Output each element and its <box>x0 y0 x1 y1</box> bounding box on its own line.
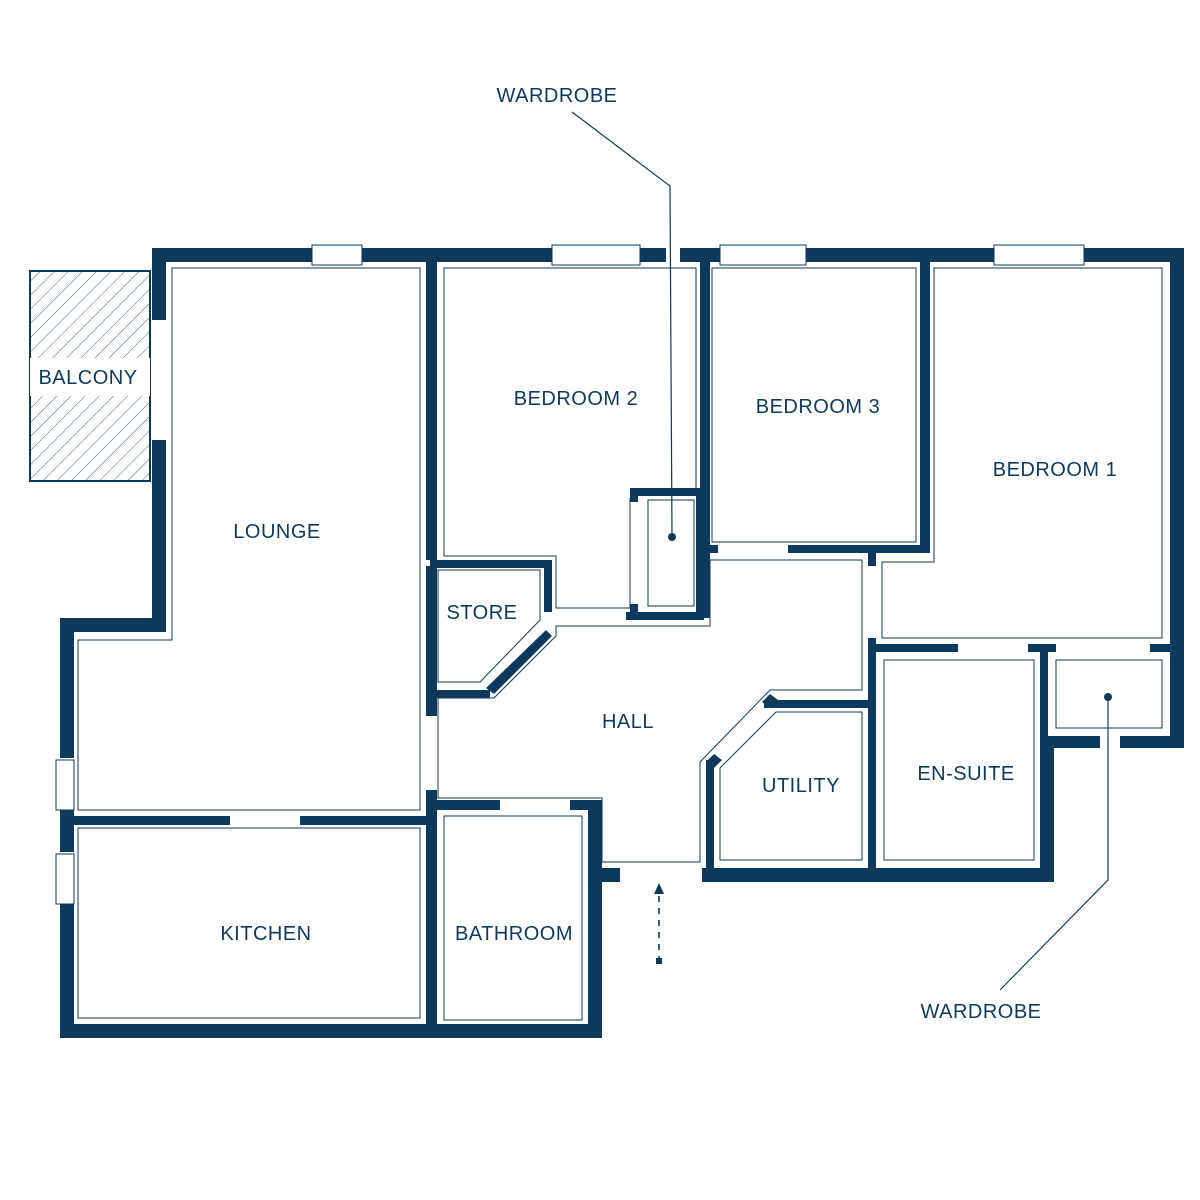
label-bathroom: BATHROOM <box>455 923 573 945</box>
label-bedroom-3: BEDROOM 3 <box>756 396 881 418</box>
label-en-suite: EN-SUITE <box>917 763 1014 785</box>
interior-walls <box>66 258 1180 1030</box>
windows <box>55 244 1085 905</box>
window-kitchen <box>55 853 75 905</box>
label-utility: UTILITY <box>762 775 840 797</box>
label-kitchen: KITCHEN <box>220 923 311 945</box>
window-bedroom-2 <box>551 244 641 266</box>
window-bedroom-3 <box>719 244 807 266</box>
window-bedroom-1 <box>993 244 1085 266</box>
window-lounge <box>311 244 363 266</box>
dashed-arrow-up-icon <box>654 883 664 964</box>
label-balcony: BALCONY <box>38 367 137 389</box>
outer-walls <box>60 248 1184 1038</box>
wardrobe-leaders <box>571 111 1112 991</box>
label-store: STORE <box>446 602 517 624</box>
window-lounge-side <box>55 759 75 811</box>
label-bedroom-2: BEDROOM 2 <box>514 388 639 410</box>
interior-outlines <box>77 267 1163 1021</box>
label-bedroom-1: BEDROOM 1 <box>993 459 1118 481</box>
label-lounge: LOUNGE <box>233 521 320 543</box>
label-wardrobe-top: WARDROBE <box>496 85 617 107</box>
label-hall: HALL <box>602 711 654 733</box>
label-wardrobe-bottom: WARDROBE <box>920 1001 1041 1023</box>
room-labels: BALCONY LOUNGE KITCHEN BEDROOM 2 BEDROOM… <box>38 85 1118 1023</box>
